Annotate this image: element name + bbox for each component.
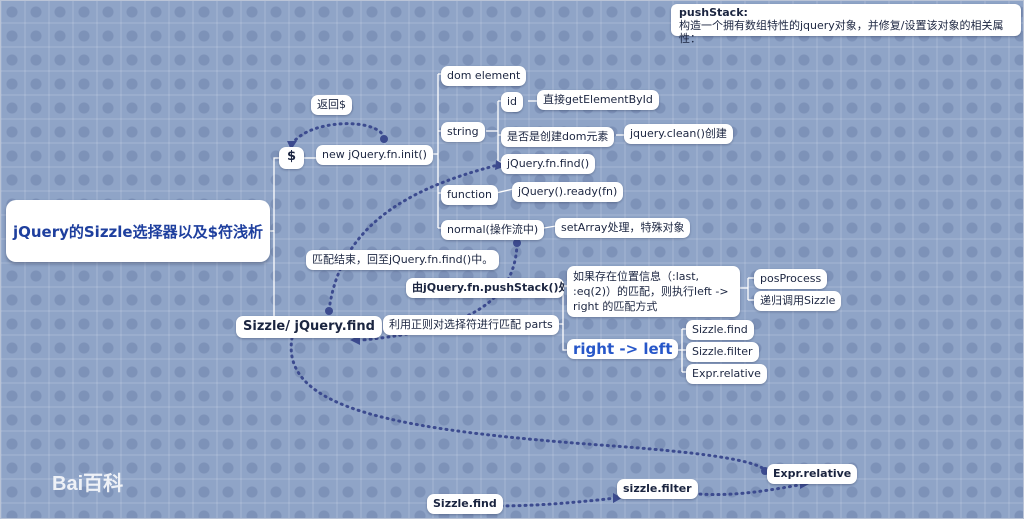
function-node[interactable]: function: [441, 185, 498, 205]
push-stack-node[interactable]: 由jQuery.fn.pushStack()处理，: [406, 278, 564, 298]
return-dollar-node[interactable]: 返回$: [311, 95, 352, 115]
position-info-node[interactable]: 如果存在位置信息（:last, :eq(2)）的匹配，则执行left -> ri…: [567, 266, 740, 317]
right-left-node[interactable]: right -> left: [567, 339, 679, 359]
create-dom-node[interactable]: 是否是创建dom元素: [501, 127, 615, 147]
note-text: 构造一个拥有数组特性的jquery对象，并修复/设置该对象的相关属性：: [679, 19, 1004, 45]
sizzle-find-main-node[interactable]: Sizzle/ jQuery.find: [236, 316, 382, 338]
ready-node[interactable]: jQuery().ready(fn): [512, 182, 624, 202]
set-array-node[interactable]: setArray处理，特殊对象: [555, 218, 691, 238]
match-end-node[interactable]: 匹配结束，回至jQuery.fn.find()中。: [306, 250, 500, 270]
pos-process-node[interactable]: posProcess: [754, 269, 828, 289]
bottom-sizzle-find-node[interactable]: Sizzle.find: [427, 494, 503, 514]
jquery-clean-node[interactable]: jquery.clean()创建: [624, 124, 733, 144]
dollar-node[interactable]: $: [279, 147, 304, 169]
regex-parts-node[interactable]: 利用正则对选择符进行匹配 parts: [383, 315, 559, 335]
recursive-sizzle-node[interactable]: 递归调用Sizzle: [754, 291, 842, 311]
bottom-sizzle-filter-node[interactable]: sizzle.filter: [617, 479, 698, 499]
baidu-watermark: Bai百科: [52, 467, 123, 496]
string-node[interactable]: string: [441, 122, 485, 142]
normal-node[interactable]: normal(操作流中): [441, 220, 545, 240]
dom-element-node[interactable]: dom element: [441, 66, 527, 86]
expr-relative-node[interactable]: Expr.relative: [686, 364, 767, 384]
root-topic[interactable]: jQuery的Sizzle选择器以及$符浅析: [6, 200, 270, 262]
sizzle-find-node[interactable]: Sizzle.find: [686, 320, 754, 340]
bottom-expr-relative-node[interactable]: Expr.relative: [767, 464, 858, 484]
pushstack-note[interactable]: pushStack: 构造一个拥有数组特性的jquery对象，并修复/设置该对象…: [671, 4, 1021, 45]
fn-find-node[interactable]: jQuery.fn.find(): [501, 154, 596, 174]
sizzle-filter-node[interactable]: Sizzle.filter: [686, 342, 759, 362]
new-init-node[interactable]: new jQuery.fn.init(): [316, 145, 433, 165]
note-title: pushStack:: [679, 6, 748, 19]
id-node[interactable]: id: [501, 92, 524, 112]
get-element-by-id-node[interactable]: 直接getElementById: [537, 90, 659, 110]
watermark-text: Bai百科: [52, 473, 124, 495]
